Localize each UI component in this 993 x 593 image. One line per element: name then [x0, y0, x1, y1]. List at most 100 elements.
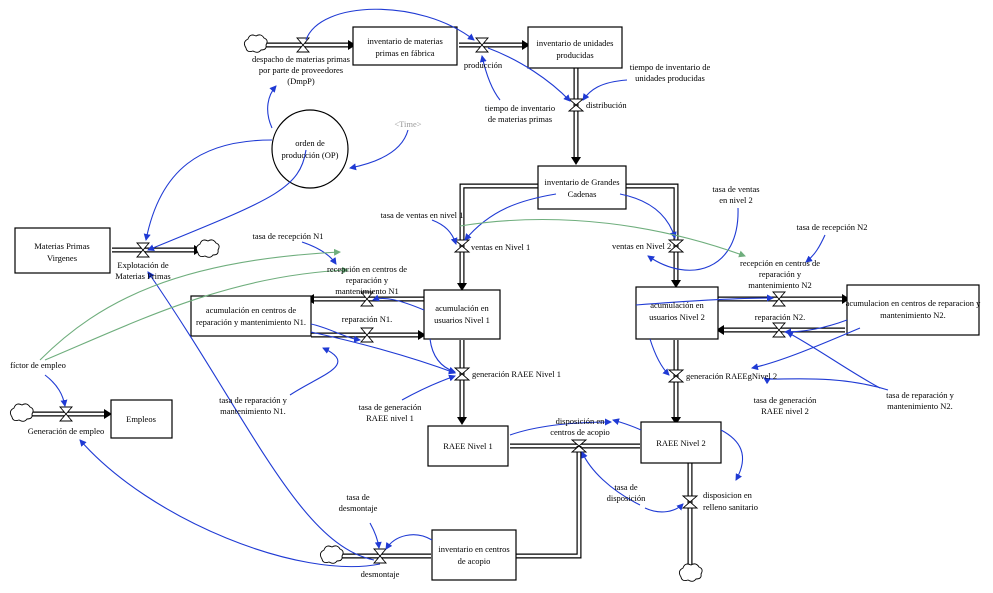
label-tasa-disposicion-1: tasa de	[614, 482, 638, 492]
label-reparacion-n1: reparación N1.	[342, 314, 393, 324]
label-tasa-recepcion-n2: tasa de recepción N2	[796, 222, 867, 232]
label-tasa-desmontaje-2: desmontaje	[339, 503, 378, 513]
label-tasa-rep-n2-2: mantenimiento N2.	[887, 401, 953, 411]
label-recepcion-n1-3: mantenimiento N1	[335, 286, 399, 296]
label-disp-relleno-2: relleno sanitario	[703, 502, 758, 512]
label-acum-centros-n2-1: acumulacion en centros de reparacion y	[846, 298, 982, 308]
stock-raee-n2	[640, 421, 722, 464]
label-acum-centros-n1-2: reparación y mantenimiento N1.	[196, 317, 306, 327]
label-orden-2: producción (OP)	[282, 150, 339, 160]
label-mat-virgenes-2: Virgenes	[47, 253, 77, 263]
label-empleos: Empleos	[126, 414, 156, 424]
cloud-sink-explotacion	[195, 239, 220, 258]
label-disp-acopio-1: disposición en	[556, 416, 606, 426]
stock-inv-unidades	[527, 26, 623, 69]
label-orden-1: orden de	[295, 138, 325, 148]
label-inv-materias-2: primas en fábrica	[376, 48, 435, 58]
label-tasa-gen-n2-1: tasa de generación	[754, 395, 818, 405]
label-tasa-ventas-n1: tasa de ventas en nivel 1	[381, 210, 464, 220]
stocks	[14, 26, 980, 581]
valve-reparacion-n2	[772, 322, 786, 338]
valve-despacho	[296, 37, 310, 53]
label-tasa-rep-n1-1: tasa de reparación y	[219, 395, 287, 405]
label-produccion: producción	[464, 60, 503, 70]
label-acum-usuarios-n1-2: usuarios Nivel 1	[434, 315, 490, 325]
label-inv-grandes-2: Cadenas	[568, 189, 597, 199]
label-raee-n2: RAEE Nivel 2	[656, 438, 706, 448]
cloud-sink-desmontaje	[319, 545, 344, 564]
label-recepcion-n2-1: recepción en centros de	[740, 258, 820, 268]
label-inv-unidades-1: inventario de unidades	[537, 38, 614, 48]
valve-reparacion-n1	[360, 327, 374, 343]
valve-gen-raee-n1	[453, 367, 471, 381]
valve-explotacion	[136, 242, 150, 258]
label-explotacion-1: Explotación de	[117, 260, 168, 270]
label-gen-empleo: Generación de empleo	[28, 426, 104, 436]
stock-acum-centros-n1	[190, 295, 312, 337]
label-tasa-gen-n1-2: RAEE nivel 1	[366, 413, 414, 423]
label-tasa-ventas-n2-1: tasa de ventas	[712, 184, 759, 194]
label-inv-acopio-2: de acopio	[458, 556, 491, 566]
label-tasa-gen-n1-1: tasa de generación	[359, 402, 423, 412]
label-tasa-gen-n2-2: RAEE nivel 2	[761, 406, 809, 416]
cloud-source-despacho	[243, 34, 268, 53]
stock-acum-usuarios-n2	[635, 286, 719, 340]
stock-acum-usuarios-n1	[423, 289, 501, 340]
label-acum-usuarios-n2-1: acumulación en	[650, 300, 704, 310]
valve-disp-acopio	[570, 439, 588, 453]
label-tasa-rep-n2-1: tasa de reparación y	[886, 390, 954, 400]
label-gen-raee-n1: generación RAEE Nivel 1	[472, 369, 561, 379]
label-tasa-ventas-n2-2: en nivel 2	[719, 195, 753, 205]
label-disp-relleno-1: disposicion en	[703, 490, 753, 500]
labels: inventario de materias primas en fábrica…	[10, 36, 981, 579]
label-acum-usuarios-n2-2: usuarios Nivel 2	[649, 312, 705, 322]
valve-ventas-n1	[453, 239, 471, 253]
stock-inv-materias	[352, 26, 458, 66]
valve-gen-raee-n2	[667, 369, 685, 383]
flow-pipe-ventas-n2	[625, 183, 679, 283]
label-gen-raee-n2: generación RAEEgNivel 2	[686, 371, 777, 381]
label-explotacion-2: Materias Primas	[115, 271, 170, 281]
stock-mat-virgenes	[14, 227, 111, 274]
label-tasa-recepcion-n1: tasa de recepción N1	[252, 231, 323, 241]
valve-recepcion-n1	[360, 291, 374, 307]
valves	[59, 37, 786, 564]
label-tasa-disposicion-2: disposición	[607, 493, 646, 503]
valve-desmontaje	[373, 548, 387, 564]
label-despacho-3: (DmpP)	[287, 76, 315, 86]
label-acum-usuarios-n1-1: acumulación en	[435, 303, 489, 313]
label-factor-empleo: fíctor de empleo	[10, 360, 66, 370]
label-t-inv-unidades-2: unidades producidas	[635, 73, 705, 83]
label-mat-virgenes-1: Materias Primas	[34, 241, 89, 251]
label-desmontaje: desmontaje	[361, 569, 400, 579]
label-inv-grandes-1: inventario de Grandes	[544, 177, 619, 187]
stock-acum-centros-n2	[846, 284, 980, 336]
stock-inv-grandes	[537, 165, 627, 210]
label-t-inv-materias-1: tiempo de inventario	[485, 103, 555, 113]
label-despacho-1: despacho de materias primas	[252, 54, 350, 64]
label-t-inv-materias-2: de materias primas	[488, 114, 552, 124]
label-acum-centros-n2-2: mantenimiento N2.	[880, 310, 946, 320]
clouds	[9, 34, 703, 582]
label-tasa-rep-n1-2: mantenimiento N1.	[220, 406, 286, 416]
valve-recepcion-n2	[772, 291, 786, 307]
label-raee-n1: RAEE Nivel 1	[443, 441, 493, 451]
stock-empleos	[110, 399, 173, 439]
label-reparacion-n2: reparación N2.	[755, 312, 806, 322]
label-tasa-desmontaje-1: tasa de	[346, 492, 370, 502]
label-t-inv-unidades-1: tiempo de inventario de	[630, 62, 711, 72]
label-recepcion-n1-2: reparación y	[346, 275, 389, 285]
green-links	[39, 218, 746, 361]
valve-disp-relleno	[681, 495, 699, 509]
label-distribucion: distribución	[586, 100, 627, 110]
label-ventas-n1: ventas en Nivel 1	[471, 242, 530, 252]
label-inv-unidades-2: producidas	[556, 50, 593, 60]
stock-raee-n1	[427, 425, 509, 467]
cloud-source-empleo	[9, 403, 34, 422]
label-recepcion-n1-1: recepción en centros de	[327, 264, 407, 274]
valve-distribucion	[567, 98, 585, 112]
label-disp-acopio-2: centros de acopio	[550, 427, 609, 437]
label-despacho-2: por parte de proveedores	[259, 65, 343, 75]
valve-ventas-n2	[667, 239, 685, 253]
